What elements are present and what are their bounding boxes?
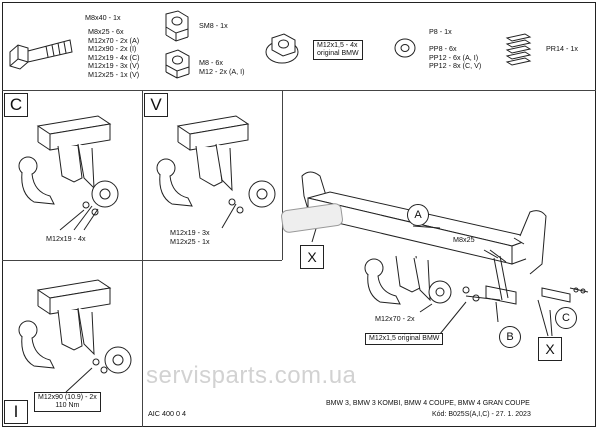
label-x-right: X [538, 337, 562, 361]
drawing-frame [2, 2, 596, 427]
spring-label: PR14 - 1x [546, 44, 578, 53]
nut-m8-icon [165, 49, 190, 79]
panel-i-letter: I [4, 400, 28, 424]
panel-c-label: M12x19 - 4x [46, 234, 86, 243]
divider-left-panels [282, 90, 283, 260]
bolt-list-4: M12x19 - 3x (V) [88, 61, 140, 70]
panel-v-drawing [156, 115, 276, 229]
bolt-list-5: M12x25 - 1x (V) [88, 69, 140, 79]
bolt-m8x40-label: M8x40 - 1x [85, 13, 121, 22]
flange-nut-origin: original BMW [317, 50, 359, 57]
panel-i-drawing [18, 279, 132, 393]
m8x25-label: M8x25 [453, 235, 475, 244]
nut-sm8-icon [165, 10, 189, 42]
nut-m8-label: M8 - 6x [199, 58, 223, 67]
divider-top [2, 90, 596, 91]
bolt-list-1: M12x70 - 2x (A) [88, 35, 140, 45]
panel-i-label: M12x90 (10.9) - 2x 110 Nm [34, 392, 101, 412]
footer-code: Kód: B025S(A,I,C) - 27. 1. 2023 [432, 411, 531, 418]
m12x70-label: M12x70 - 2x [375, 314, 415, 323]
flange-nut-label: M12x1,5 - 4x original BMW [313, 40, 363, 60]
label-x-left: X [300, 245, 324, 269]
footer-models: BMW 3, BMW 3 KOMBI, BMW 4 COUPE, BMW 4 G… [326, 400, 530, 407]
washer-list-2: PP12 - 8x (C, V) [429, 61, 482, 70]
panel-c-letter: C [4, 93, 28, 117]
panel-i-torque: 110 Nm [55, 402, 80, 409]
panel-v-label-0: M12x19 - 3x [170, 228, 210, 237]
panel-v-letter: V [144, 93, 168, 117]
bolt-list-3: M12x19 - 4x (C) [88, 52, 140, 62]
sm8-label: SM8 - 1x [199, 21, 228, 30]
watermark-text: servisparts.com.ua [146, 362, 357, 389]
bolt-list-2: M12x90 - 2x (I) [88, 44, 137, 53]
panel-c-drawing [18, 115, 119, 231]
bolt-list-0: M8x25 - 6x [88, 27, 124, 36]
washer-list-1: PP12 - 6x (A, I) [429, 52, 479, 62]
spring-washer-icon [505, 33, 532, 66]
drawing-code: AIC 400 0 4 [148, 409, 186, 418]
main-assembly-drawing [301, 171, 589, 337]
panel-v-label-1: M12x25 - 1x [170, 236, 210, 246]
bolt-icon [9, 39, 73, 70]
label-a: A [407, 204, 429, 226]
flange-nut-icon [265, 33, 299, 64]
divider-left-mid [142, 90, 143, 260]
washer-icon [394, 38, 416, 58]
divider-panel-i [142, 260, 143, 427]
m12x15-label: M12x1,5 original BMW [365, 333, 444, 345]
galia-logo [281, 203, 343, 233]
flange-nut-qty: M12x1,5 - 4x [317, 42, 358, 49]
washer-p8-label: P8 - 1x [429, 27, 452, 36]
washer-list-0: PP8 - 6x [429, 44, 457, 53]
label-b: B [499, 326, 521, 348]
nut-m12-label: M12 - 2x (A, I) [199, 66, 245, 76]
label-c: C [555, 307, 577, 329]
panel-i-bolt: M12x90 (10.9) - 2x [38, 394, 97, 401]
